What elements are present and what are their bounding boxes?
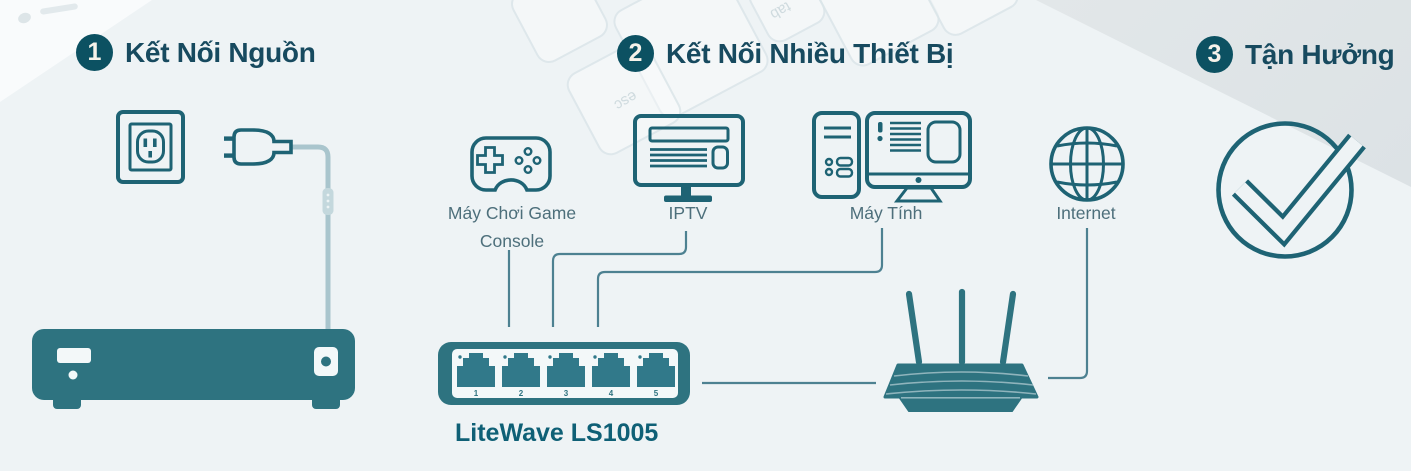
- step-3-number-badge: 3: [1196, 36, 1233, 73]
- step-1-title: Kết Nối Nguồn: [125, 36, 316, 68]
- line-internet-to-router: [1048, 228, 1089, 380]
- port-number: 2: [519, 389, 524, 398]
- port-number: 4: [609, 389, 614, 398]
- iptv-icon: [633, 114, 745, 202]
- step-3-header: 3 Tận Hưởng: [1196, 36, 1395, 73]
- success-check-icon: [1216, 121, 1366, 259]
- internet-label: Internet: [1056, 203, 1116, 223]
- router-icon: [883, 288, 1039, 412]
- port-number: 5: [654, 389, 659, 398]
- step-1-number-badge: 1: [76, 34, 113, 71]
- game-console-label-line2: Console: [479, 231, 545, 251]
- power-outlet-icon: [116, 110, 185, 184]
- connection-lines: [507, 228, 1089, 385]
- line-iptv-to-switch: [551, 231, 688, 327]
- game-console-label-line1: Máy Chơi Game: [447, 203, 577, 223]
- port-number: 3: [564, 389, 569, 398]
- switch-device: [32, 329, 355, 409]
- port-number: 1: [474, 389, 479, 398]
- power-cable: [290, 144, 334, 340]
- computer-label: Máy Tính: [849, 203, 923, 223]
- step-2-number-badge: 2: [617, 35, 654, 72]
- iptv-label: IPTV: [668, 203, 708, 223]
- step-1-header: 1 Kết Nối Nguồn: [76, 34, 316, 71]
- litewave-switch: 1 2 3 4 5: [438, 342, 690, 405]
- step-2-header: 2 Kết Nối Nhiều Thiết Bị: [617, 35, 954, 72]
- internet-icon: [1049, 126, 1125, 202]
- switch-model-label: LiteWave LS1005: [455, 419, 659, 447]
- computer-icon: [812, 111, 972, 203]
- line-computer-to-switch: [596, 228, 884, 327]
- game-console-icon: [470, 136, 552, 194]
- power-plug-icon: [224, 128, 293, 166]
- step-2-title: Kết Nối Nhiều Thiết Bị: [666, 37, 954, 69]
- step-3-title: Tận Hưởng: [1245, 38, 1395, 70]
